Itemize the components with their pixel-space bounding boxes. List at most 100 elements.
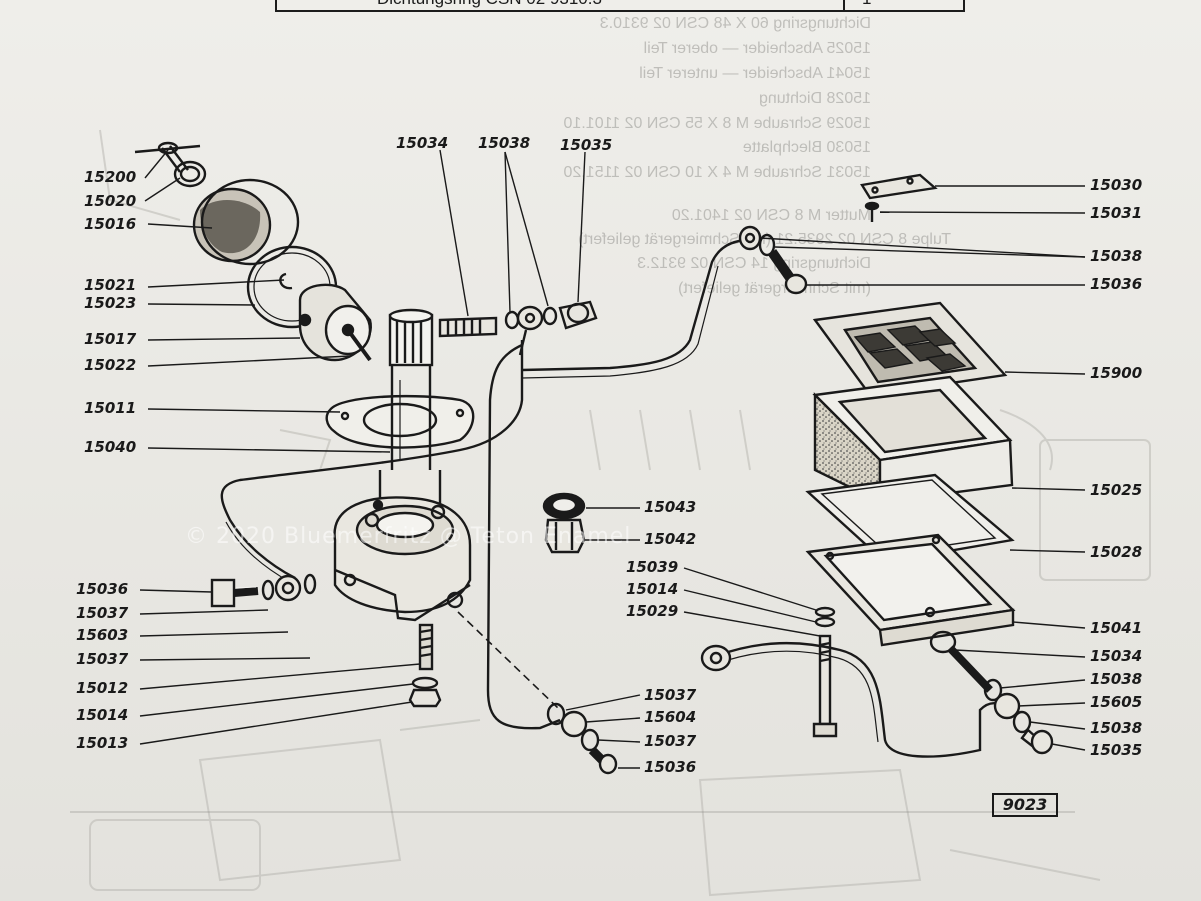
alignment-line (457, 611, 561, 711)
label-15017: 15017 (84, 330, 137, 348)
label-15039: 15039 (626, 558, 678, 576)
part-15039-washer (814, 606, 836, 618)
part-15038b-washer-right (983, 678, 1003, 702)
part-15034-bolt-right (947, 645, 993, 693)
table-description: Dichtungsring CSN 02 9310.3 (377, 0, 602, 9)
label-15034: 15034 (1090, 647, 1142, 665)
bleed-line: 15029 Schraube M 8 X 55 CSN 02 1101.10 (563, 115, 871, 132)
part-labels: 15200 15020 15016 15021 15023 15017 1502… (76, 134, 1142, 776)
bleed-through-shapes (89, 129, 1151, 897)
label-15038: 15038 (1090, 670, 1142, 688)
part-15036-fitting-top (738, 225, 808, 295)
label-15037: 15037 (76, 650, 129, 668)
label-15029: 15029 (626, 602, 678, 620)
bleed-line: 15041 Abscheider — unterer Teil (639, 65, 871, 82)
bleed-line: 15028 Dichtung (759, 90, 871, 107)
label-15200: 15200 (84, 168, 136, 186)
label-15035: 15035 (1090, 741, 1142, 759)
oil-line-left (220, 340, 524, 580)
oil-line-right (715, 641, 1009, 758)
bleed-line: (mit Schmiergerät geliefert) (678, 280, 871, 297)
leader-lines (139, 149, 1086, 769)
label-15036: 15036 (1090, 275, 1142, 293)
label-15034: 15034 (396, 134, 448, 152)
part-15012-stud (418, 623, 434, 671)
label-15014: 15014 (626, 580, 678, 598)
label-15035: 15035 (560, 136, 612, 154)
part-shaft (388, 308, 434, 470)
label-15013: 15013 (76, 734, 128, 752)
label-15038: 15038 (1090, 719, 1142, 737)
part-15036-bolt (210, 578, 259, 608)
part-15035-nut-top (558, 300, 598, 330)
label-15605: 15605 (1090, 693, 1142, 711)
label-15022: 15022 (84, 356, 136, 374)
bleed-line: Dichtungsring 60 X 48 CSN 02 9310.3 (600, 15, 871, 32)
label-15037: 15037 (644, 732, 697, 750)
label-15036: 15036 (76, 580, 128, 598)
figure-number: 9023 (992, 793, 1058, 817)
bleed-line: 15030 Blechplatte (743, 139, 871, 156)
bleed-line: Dichtungsring 14 CSN 02 9312.3 (637, 255, 871, 272)
oil-line-middle (486, 343, 561, 730)
label-15603: 15603 (76, 626, 128, 644)
bleed-line: Mutter M 8 CSN 02 1401.20 (672, 207, 871, 224)
label-15028: 15028 (1090, 543, 1142, 561)
part-15603-banjo (274, 574, 302, 602)
part-15900-screen (812, 301, 1008, 397)
label-15016: 15016 (84, 215, 136, 233)
part-15028-gasket (805, 473, 1015, 564)
label-15900: 15900 (1090, 364, 1142, 382)
bleed-line: 15025 Abscheider — oberer Teil (644, 40, 871, 57)
part-15040-housing (333, 470, 472, 622)
table-quantity: 1 (862, 0, 871, 9)
label-15037: 15037 (644, 686, 697, 704)
part-15023-clip (279, 272, 293, 290)
part-15030-plate (860, 173, 938, 200)
part-banjo-top (516, 305, 544, 356)
table-divider (843, 0, 845, 12)
parts-table-fragment: Dichtungsring CSN 02 9310.3 1 (275, 0, 965, 12)
label-15012: 15012 (76, 679, 128, 697)
part-15029-bolt (812, 634, 838, 738)
part-15041-lower-tray (805, 533, 1016, 654)
label-15030: 15030 (1090, 176, 1142, 194)
part-15604-banjo-bottom (546, 702, 618, 775)
lubricator-assembly (134, 141, 751, 775)
separator-assembly (700, 173, 1054, 758)
label-15042: 15042 (644, 530, 696, 548)
label-15604: 15604 (644, 708, 696, 726)
part-15034-bolt-top (438, 316, 498, 338)
bleed-line: 15031 Schraube M 4 X 10 CSN 02 1151.20 (563, 164, 871, 181)
bleed-through-text: Dichtungsring 60 X 48 CSN 02 9310.3 1502… (563, 15, 951, 297)
part-15013-nut (408, 688, 442, 708)
part-15038-washer-top (504, 310, 520, 330)
label-15038: 15038 (478, 134, 530, 152)
part-15037-washer (261, 579, 275, 601)
label-15014: 15014 (76, 706, 128, 724)
part-banjo-bottom-right (700, 644, 732, 672)
label-15021: 15021 (84, 276, 136, 294)
part-15014-washer (411, 676, 439, 690)
part-15025-upper-box (812, 375, 1014, 504)
oil-line-top (521, 238, 751, 372)
part-15016-bowl (192, 178, 300, 266)
label-15037: 15037 (76, 604, 129, 622)
label-15020: 15020 (84, 192, 136, 210)
part-15014b-washer (814, 616, 836, 628)
part-15031-screw (864, 201, 880, 222)
part-15038b-washer-top (542, 306, 558, 326)
part-15043-fitting (542, 492, 586, 554)
label-15011: 15011 (84, 399, 136, 417)
label-15040: 15040 (84, 438, 136, 456)
label-15031: 15031 (1090, 204, 1142, 222)
label-15023: 15023 (84, 294, 136, 312)
part-15020-ring (173, 160, 207, 188)
part-15022-stem (346, 328, 372, 362)
label-15036: 15036 (644, 758, 696, 776)
label-15038: 15038 (1090, 247, 1142, 265)
label-15043: 15043 (644, 498, 696, 516)
part-15037b-washer (303, 573, 317, 595)
